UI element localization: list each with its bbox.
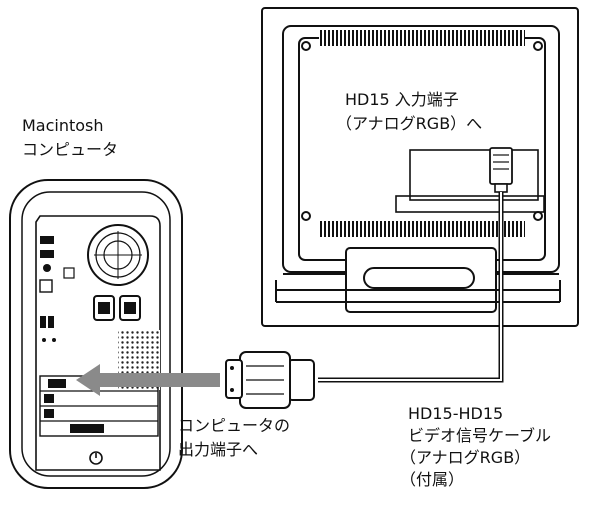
computer-name-label: Macintosh bbox=[22, 116, 104, 135]
monitor-input-label-line1: HD15 入力端子 bbox=[345, 90, 459, 109]
computer-output-label-line2: 出力端子へ bbox=[178, 440, 259, 459]
cable-label-line2: ビデオ信号ケーブル bbox=[408, 426, 552, 445]
cable-label-line4: （付属） bbox=[400, 470, 465, 489]
cable-label-line1: HD15-HD15 bbox=[408, 404, 504, 423]
arrow-left-icon bbox=[76, 364, 220, 396]
macintosh-tower-rear-icon bbox=[9, 179, 183, 489]
computer-type-label: コンピュータ bbox=[22, 140, 119, 159]
computer-output-label-line1: コンピュータの bbox=[178, 416, 291, 435]
cable-label-line3: （アナログRGB） bbox=[400, 448, 531, 467]
lcd-monitor-rear-icon bbox=[261, 7, 579, 327]
monitor-input-label-line2: （アナログRGB）へ bbox=[336, 114, 483, 133]
hd15-video-cable-icon bbox=[225, 192, 504, 409]
